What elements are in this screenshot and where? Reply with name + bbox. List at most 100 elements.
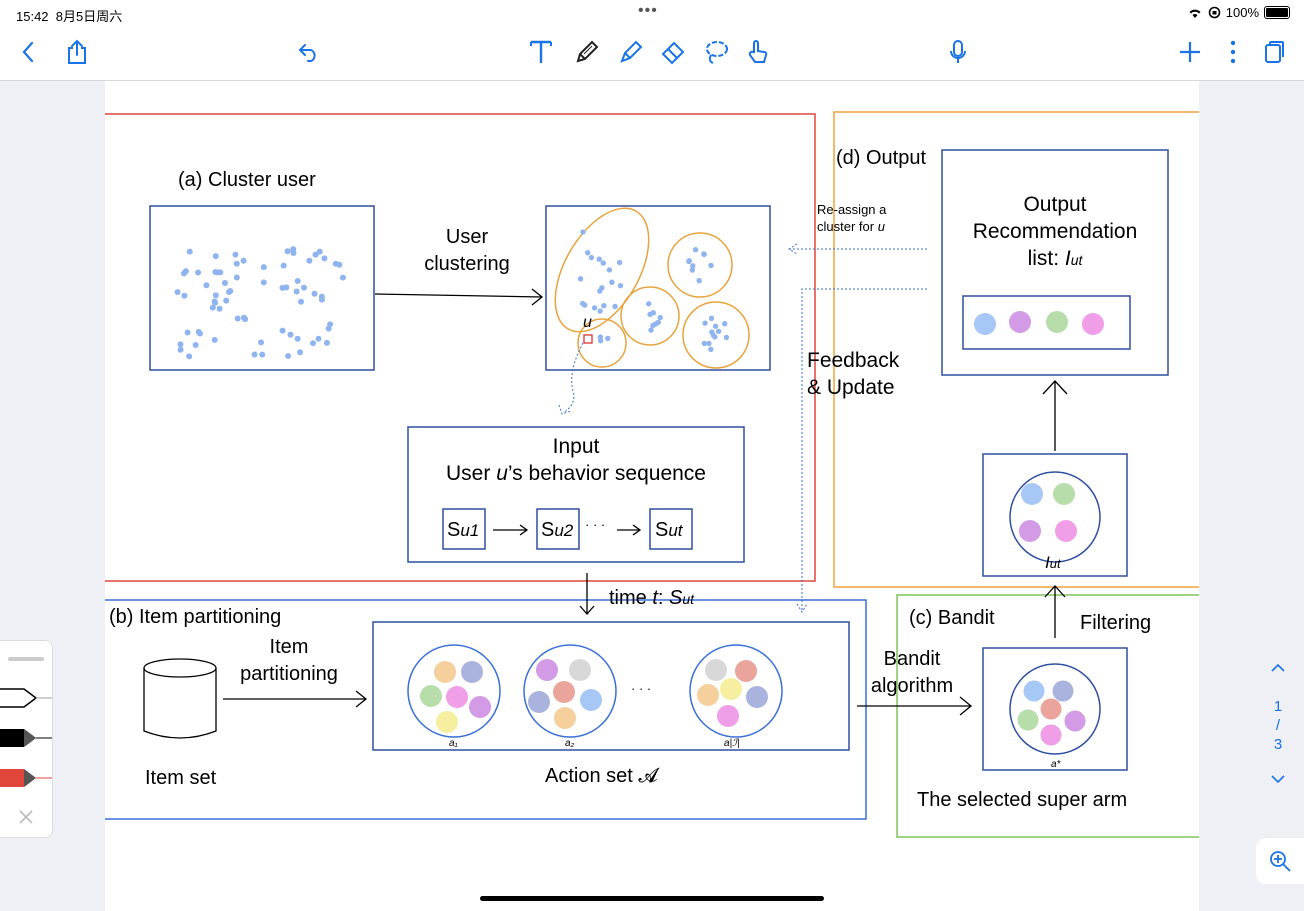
user-dot bbox=[240, 257, 247, 264]
highlighter-icon[interactable] bbox=[613, 34, 649, 70]
iut-items bbox=[1019, 483, 1077, 542]
user-dot bbox=[310, 340, 317, 347]
bandit-title: (c) Bandit bbox=[909, 607, 995, 629]
user-scatter-dots bbox=[174, 246, 346, 360]
arm-item-dot bbox=[705, 659, 727, 681]
eraser-icon[interactable] bbox=[655, 34, 691, 70]
action-set-dots: · · · bbox=[631, 681, 652, 696]
arm-label-3: a|ℐ| bbox=[724, 738, 740, 749]
clustered-dot bbox=[584, 250, 591, 256]
clustered-dot bbox=[712, 323, 719, 329]
action-set-label: Action set 𝓐 bbox=[545, 765, 658, 787]
seq-label-2: Su2 bbox=[541, 519, 574, 541]
user-dot bbox=[321, 255, 328, 262]
user-dot bbox=[323, 339, 330, 346]
clustered-dot bbox=[591, 305, 598, 311]
user-dot bbox=[311, 290, 318, 297]
user-dot bbox=[339, 274, 346, 281]
undo-icon[interactable] bbox=[291, 34, 327, 70]
chevron-down-icon[interactable] bbox=[1270, 774, 1286, 784]
microphone-icon[interactable] bbox=[940, 34, 976, 70]
pen-icon[interactable] bbox=[569, 34, 605, 70]
item-partitioning-arrow bbox=[223, 690, 368, 708]
status-time: 15:42 8月5日周六 bbox=[16, 9, 123, 24]
back-chevron-icon[interactable] bbox=[10, 34, 46, 70]
clustered-users-box bbox=[545, 205, 771, 371]
share-icon[interactable] bbox=[59, 34, 95, 70]
user-dot bbox=[227, 287, 234, 294]
user-u-dashed-arrow bbox=[558, 342, 584, 415]
user-dot bbox=[195, 269, 202, 276]
clustered-dot bbox=[580, 229, 586, 235]
user-dot bbox=[186, 248, 193, 255]
clustered-dot bbox=[609, 279, 615, 285]
seq-arrow-2 bbox=[617, 524, 642, 536]
home-indicator[interactable] bbox=[480, 896, 824, 901]
user-dot bbox=[318, 296, 325, 303]
pen-palette bbox=[0, 640, 53, 838]
pen-black-icon[interactable] bbox=[0, 725, 52, 751]
user-scatter-box bbox=[149, 205, 375, 371]
arm-item-dot bbox=[720, 678, 742, 700]
hand-pointer-icon[interactable] bbox=[740, 34, 776, 70]
clustered-dot bbox=[612, 303, 618, 310]
seq-label-3: Sut bbox=[655, 519, 683, 541]
arm-circle-1 bbox=[407, 644, 501, 738]
cluster-user-frame bbox=[105, 113, 816, 582]
super-arm-item-dot bbox=[1052, 680, 1074, 702]
page-counter: 1/3 bbox=[1273, 698, 1283, 753]
clustered-dot bbox=[616, 259, 623, 266]
arm-item-dot bbox=[554, 707, 576, 729]
chevron-up-icon[interactable] bbox=[1270, 663, 1286, 673]
clustered-dot bbox=[599, 285, 605, 291]
clustered-dot bbox=[581, 302, 588, 308]
user-dot bbox=[232, 251, 239, 258]
seq-box-2 bbox=[536, 508, 580, 550]
more-vertical-icon[interactable] bbox=[1215, 34, 1251, 70]
output-items bbox=[974, 311, 1104, 335]
user-dot bbox=[195, 328, 202, 335]
clustered-dot bbox=[690, 263, 696, 269]
pen-red-icon[interactable] bbox=[0, 765, 52, 791]
input-subtitle: User u’s behavior sequence bbox=[446, 462, 706, 485]
user-dot bbox=[260, 264, 267, 271]
clustered-dot bbox=[722, 320, 728, 327]
super-arm-circle bbox=[1009, 663, 1101, 755]
iut-circle bbox=[1009, 471, 1101, 563]
user-dot bbox=[290, 246, 297, 253]
page-navigator: 1/3 bbox=[1256, 660, 1300, 788]
item-partitioning-title: (b) Item partitioning bbox=[109, 606, 282, 628]
user-dot bbox=[212, 292, 219, 299]
close-palette-icon[interactable] bbox=[18, 809, 34, 825]
seq-box-3 bbox=[649, 508, 693, 550]
user-dot bbox=[182, 268, 189, 275]
plus-icon[interactable] bbox=[1172, 34, 1208, 70]
user-dot bbox=[301, 284, 308, 291]
user-dot bbox=[233, 260, 240, 267]
palette-grabber[interactable] bbox=[8, 657, 44, 661]
clustered-dot bbox=[577, 276, 584, 282]
arm-item-dot bbox=[580, 689, 602, 711]
user-dot bbox=[221, 280, 228, 287]
zoom-in-icon[interactable] bbox=[1256, 838, 1304, 884]
clustered-dot bbox=[712, 334, 718, 340]
clustered-dot bbox=[588, 254, 595, 261]
pen-white-icon[interactable] bbox=[0, 685, 52, 711]
lasso-icon[interactable] bbox=[698, 34, 734, 70]
text-tool-icon[interactable] bbox=[523, 34, 559, 70]
user-dot bbox=[294, 277, 301, 284]
cluster-ellipse-3 bbox=[667, 232, 733, 298]
output-item-dot bbox=[974, 313, 996, 335]
pages-icon[interactable] bbox=[1256, 34, 1292, 70]
feedback-dashed-arrow bbox=[796, 288, 927, 613]
multitasking-dots-icon[interactable]: ••• bbox=[638, 2, 658, 19]
orientation-lock-icon bbox=[1208, 6, 1221, 19]
feedback-update-label: Feedback& Update bbox=[807, 349, 900, 399]
user-dot bbox=[223, 297, 230, 304]
user-dot bbox=[280, 262, 287, 269]
output-items-box bbox=[962, 295, 1131, 350]
arm-item-dot bbox=[717, 705, 739, 727]
